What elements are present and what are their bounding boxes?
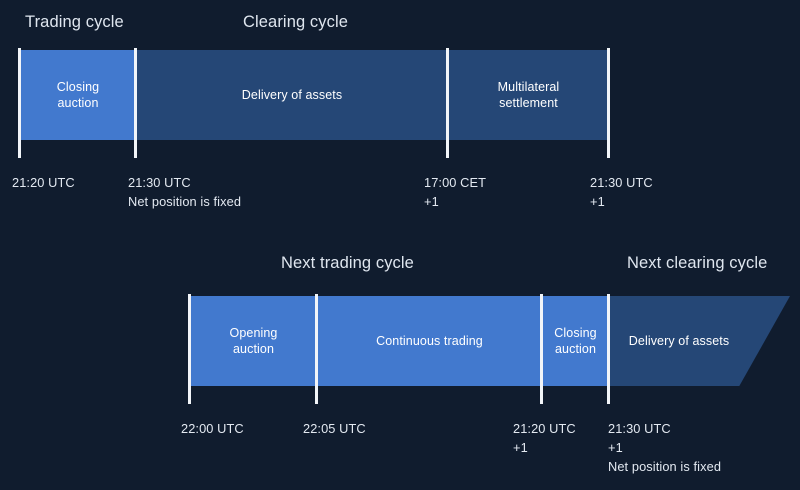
tick-label-day-offset: +1 [513,440,528,455]
segment-delivery-of-assets: Delivery of assets [137,50,447,140]
tick-label-time: 21:30 UTC [128,175,191,190]
tick-label-time: 21:30 UTC [590,175,653,190]
tick-label-note: Net position is fixed [608,459,722,474]
tick-marker [607,294,610,404]
tick-marker [134,48,137,158]
tick-label-time: 17:00 CET [424,175,487,190]
tick-label-time: 22:05 UTC [303,421,366,436]
tick-label-note: Net position is fixed [128,194,242,209]
tick-label-time: 21:30 UTC [608,421,671,436]
tick-marker [18,48,21,158]
cycle-title-clearing: Clearing cycle [243,13,349,31]
segment-next-delivery-of-assets: Delivery of assets [609,296,790,386]
tick-marker [446,48,449,158]
tick-marker [607,48,610,158]
segment-multilateral-settlement: Multilateral settlement [447,50,610,140]
tick-marker [188,294,191,404]
segment-label: Delivery of assets [628,334,730,348]
tick-label-time: 21:20 UTC [12,175,75,190]
tick-marker [315,294,318,404]
segment-closing-auction: Closing auction [542,296,609,386]
tick-label-day-offset: +1 [590,194,605,209]
tick-marker [540,294,543,404]
tick-label-time: 21:20 UTC [513,421,576,436]
cycle-title-trading: Trading cycle [25,13,124,31]
segment-continuous-trading: Continuous trading [317,296,542,386]
cycle-title-next-trading: Next trading cycle [281,254,414,272]
segment-closing-auction: Closing auction [19,50,137,140]
segment-opening-auction: Opening auction [190,296,317,386]
tick-label-time: 22:00 UTC [181,421,244,436]
cycle-title-next-clearing: Next clearing cycle [627,254,768,272]
tick-label-day-offset: +1 [608,440,623,455]
tick-label-day-offset: +1 [424,194,439,209]
